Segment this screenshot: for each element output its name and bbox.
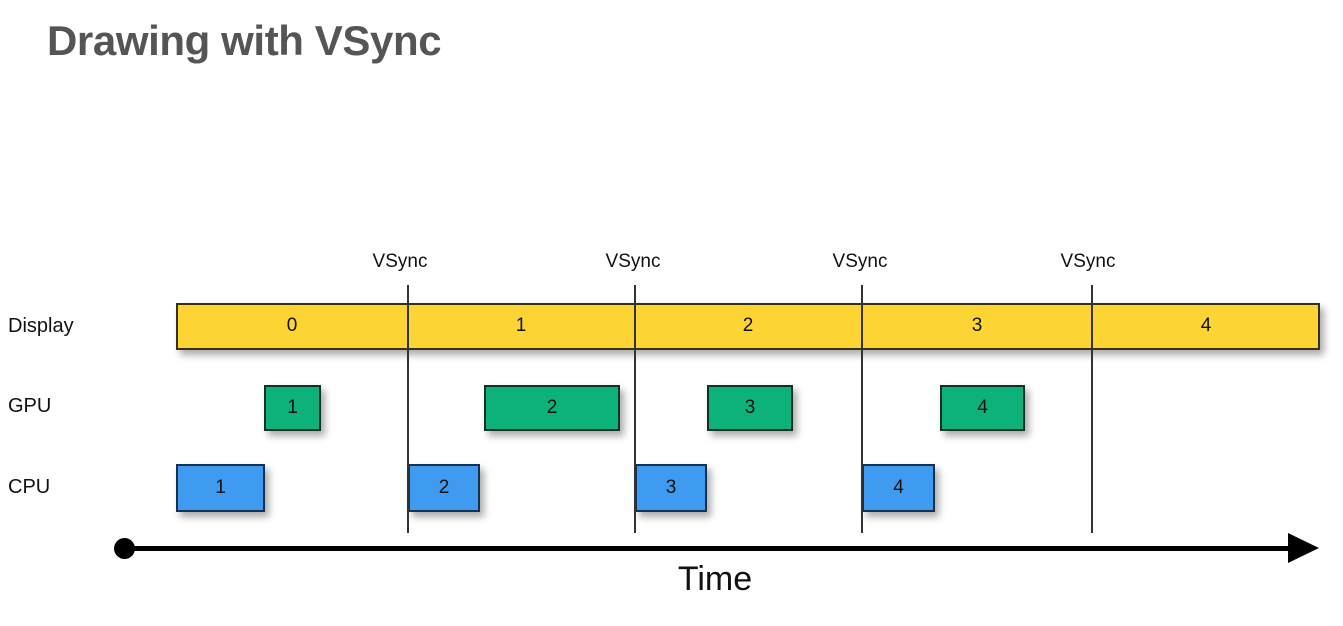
- vsync-label: VSync: [372, 251, 428, 272]
- vsync-label: VSync: [605, 251, 661, 272]
- display-segment-label: 0: [286, 315, 298, 336]
- cpu-block: 1: [176, 464, 265, 512]
- display-segment-label: 2: [742, 315, 754, 336]
- time-axis-line: [124, 546, 1304, 551]
- display-bar: [176, 303, 1320, 350]
- gpu-block: 1: [264, 385, 321, 431]
- cpu-block: 3: [635, 464, 707, 512]
- display-segment-label: 1: [515, 315, 527, 336]
- time-axis-arrow-icon: [1288, 533, 1319, 563]
- row-label-cpu: CPU: [8, 476, 51, 498]
- gpu-block: 2: [484, 385, 620, 431]
- vsync-line: [1091, 285, 1093, 533]
- page-title: Drawing with VSync: [47, 17, 442, 64]
- gpu-block: 3: [707, 385, 793, 431]
- time-axis-label: Time: [677, 560, 753, 598]
- display-segment-label: 4: [1200, 315, 1212, 336]
- vsync-line: [634, 285, 636, 533]
- cpu-block: 4: [862, 464, 935, 512]
- row-label-display: Display: [8, 315, 74, 337]
- display-segment-label: 3: [971, 315, 983, 336]
- vsync-line: [861, 285, 863, 533]
- vsync-label: VSync: [1060, 251, 1116, 272]
- row-label-gpu: GPU: [8, 395, 52, 417]
- gpu-block: 4: [940, 385, 1025, 431]
- cpu-block: 2: [408, 464, 480, 512]
- vsync-label: VSync: [832, 251, 888, 272]
- vsync-line: [407, 285, 409, 533]
